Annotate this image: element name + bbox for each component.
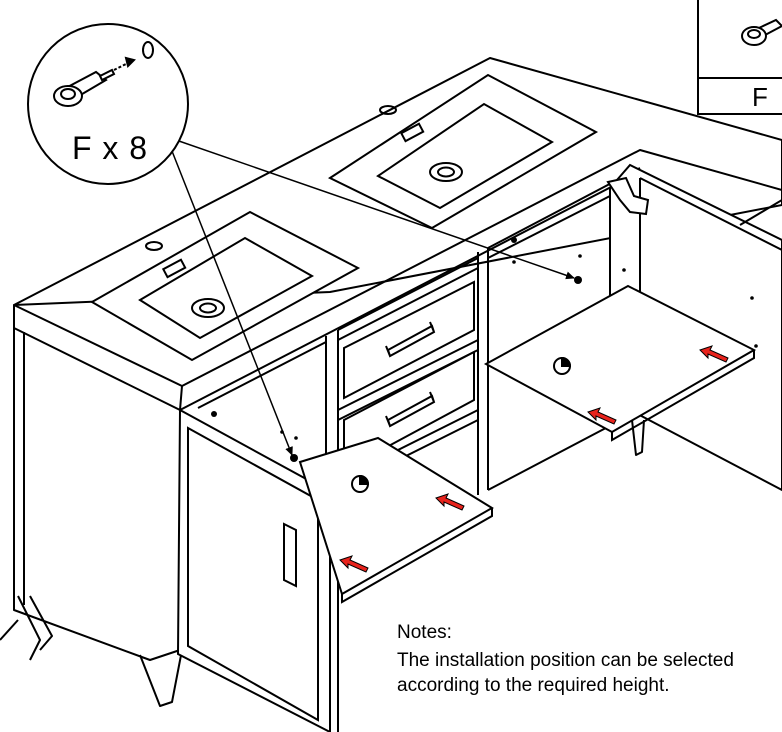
leg-left <box>17 595 53 661</box>
notes-body: The installation position can be selecte… <box>397 648 782 698</box>
drawer-top-handle <box>385 321 436 358</box>
fitting-hole <box>622 268 626 272</box>
cam-lock-fitting-icon <box>741 18 782 46</box>
callout-bubble <box>27 23 189 185</box>
shelf-right <box>483 284 757 442</box>
notes-title: Notes: <box>397 622 452 643</box>
insert-arrow <box>587 407 617 425</box>
callout-quantity-label: F x 8 <box>71 130 149 166</box>
part-reference-label: F <box>752 82 768 112</box>
insert-arrows <box>339 345 729 573</box>
fitting-hole <box>512 260 516 264</box>
fitting-hole <box>574 276 582 284</box>
cabinet-left-side <box>13 328 181 661</box>
shelf-left <box>298 436 494 604</box>
fitting-hole <box>511 237 517 243</box>
insert-arrow <box>699 345 729 363</box>
cam-lock-fitting-icon <box>53 41 154 107</box>
leg-right <box>631 419 645 456</box>
drawer-bottom-handle <box>385 391 436 428</box>
hinge <box>606 176 650 216</box>
notes-line: The installation position can be selecte… <box>397 650 734 671</box>
door-left-handle <box>283 522 297 588</box>
fitting-hole <box>290 454 298 462</box>
drawer-top <box>343 280 475 400</box>
fitting-hole <box>578 254 582 258</box>
notes-line: according to the required height. <box>397 675 670 696</box>
insert-arrow <box>339 555 369 573</box>
fitting-hole <box>754 344 758 348</box>
fitting-hole <box>211 411 217 417</box>
fitting-hole <box>750 296 754 300</box>
leader-lines <box>169 139 575 456</box>
sink-right <box>327 73 599 230</box>
part-reference-box <box>697 0 782 115</box>
fitting-hole <box>294 436 298 440</box>
door-left <box>176 408 339 732</box>
leg-front <box>139 649 183 707</box>
insert-arrow <box>435 493 465 511</box>
